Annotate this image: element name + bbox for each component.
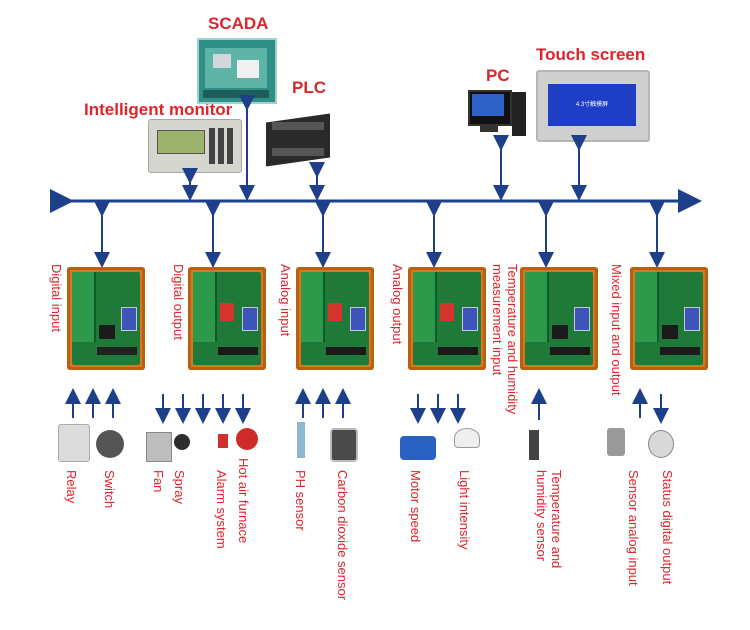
motor-image	[400, 436, 436, 460]
light-sensor-image	[454, 428, 480, 448]
analog-sensor-image	[607, 428, 625, 456]
module-label-digital-input: Digital input	[49, 264, 64, 332]
module-digital-output-board	[188, 267, 266, 370]
ph-sensor-image	[297, 422, 305, 458]
module-mixed-io-board	[630, 267, 708, 370]
plc-title: PLC	[292, 78, 326, 97]
device-label-hot-air-furnace: Hot air furnace	[236, 458, 251, 544]
intelligent-monitor-title: Intelligent monitor	[84, 100, 233, 119]
status-output-image	[648, 430, 674, 458]
device-label-spray: Spray	[172, 470, 187, 504]
module-label-analog-input: Analog input	[278, 264, 293, 337]
device-label-sensor-analog-input: Sensor analog input	[626, 470, 641, 586]
plc-image	[262, 108, 334, 168]
device-label-temp-humidity-sensor-line2: humidity sensor	[534, 470, 549, 562]
intelligent-monitor-image	[148, 119, 242, 173]
device-label-fan: Fan	[151, 470, 166, 493]
scada-title: SCADA	[208, 14, 269, 33]
touch-screen-image: 4.3寸触摸屏	[536, 70, 650, 142]
device-label-alarm-system: Alarm system	[214, 470, 229, 549]
device-label-ph-sensor: PH sensor	[293, 470, 308, 531]
device-label-co2-sensor: Carbon dioxide sensor	[335, 470, 350, 601]
touch-screen-display-text: 4.3寸触摸屏	[548, 84, 636, 126]
hot-air-furnace-image	[236, 428, 258, 450]
module-label-mixed-io: Mixed input and output	[609, 264, 624, 396]
module-label-temp-humidity: Temperature and humidity measurement inp…	[488, 264, 520, 414]
co2-sensor-image	[330, 428, 358, 462]
module-temp-humidity-board	[520, 267, 598, 370]
module-label-temp-humidity-line2: measurement input	[490, 264, 505, 376]
device-label-motor-speed: Motor speed	[408, 470, 423, 543]
switch-image	[96, 430, 124, 458]
alarm-image	[218, 434, 228, 448]
device-label-status-digital-output: Status digital output	[660, 470, 675, 585]
device-label-temp-humidity-sensor: Temperature and humidity sensor	[532, 470, 564, 568]
temp-humidity-sensor-image	[529, 430, 539, 460]
device-label-switch: Switch	[102, 470, 117, 509]
relay-image	[58, 424, 90, 462]
spray-image	[174, 434, 190, 450]
module-label-digital-output: Digital output	[171, 264, 186, 340]
module-analog-input-board	[296, 267, 374, 370]
device-label-temp-humidity-sensor-line1: Temperature and	[549, 470, 564, 569]
device-label-relay: Relay	[64, 470, 79, 504]
scada-screen-image	[197, 38, 277, 104]
pc-title: PC	[486, 66, 510, 85]
module-label-temp-humidity-line1: Temperature and humidity	[505, 264, 520, 415]
module-analog-output-board	[408, 267, 486, 370]
pc-image	[466, 88, 528, 140]
touch-screen-title: Touch screen	[536, 45, 646, 64]
module-label-analog-output: Analog output	[390, 264, 405, 345]
device-label-light-intensity: Light intensity	[457, 470, 472, 550]
fan-image	[146, 432, 172, 462]
module-digital-input-board	[67, 267, 145, 370]
